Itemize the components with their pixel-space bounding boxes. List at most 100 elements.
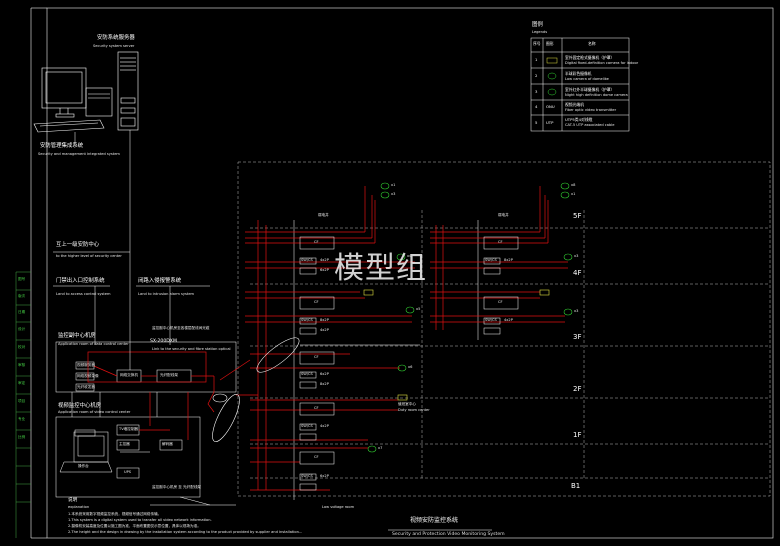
cable-label: 6x2P — [320, 268, 329, 272]
sw-label: SW/CS — [301, 424, 313, 428]
legend-row-no: 2 — [535, 73, 538, 78]
legend-row-name: 室外红外半球摄像机（护罩） — [565, 87, 615, 92]
sw-label: SW/CS — [301, 372, 313, 376]
watermark: 模型组 — [334, 251, 427, 286]
floor-5f: 5F — [573, 212, 582, 220]
legend-title: 图例 — [532, 22, 543, 28]
camera-tag: x3 — [574, 309, 579, 313]
subcenter-title-en: Application room of data control center — [58, 342, 129, 346]
sw-label: SW/CS — [485, 318, 497, 322]
legend-row-name-en: Low camera of domelike — [565, 77, 609, 81]
sidebar-label: 图号 — [18, 277, 26, 281]
cable-runs — [219, 186, 568, 491]
notes-line: 2.The height and the design in drawing b… — [68, 530, 303, 534]
legend-row-name-en: CAT-5 UTP associated cable — [565, 123, 615, 127]
riser-label-left: 弱电井 — [318, 213, 329, 217]
video-center-title: 视频监控中心机房 — [58, 403, 102, 409]
video-center-box — [55, 416, 201, 498]
legend-row-name: 半球彩色摄像机 — [565, 71, 592, 76]
duty-room-note-en: Duty room center — [398, 408, 430, 412]
cf-label: CF — [498, 240, 503, 244]
legend-row-name: 室外固定枪式摄像机（护罩） — [565, 55, 615, 60]
fiber-bundle — [212, 337, 300, 442]
center2-ups: UPS — [124, 470, 132, 474]
legend-header-no: 序号 — [533, 41, 541, 46]
server-label-cn: 安防系统服务器 — [97, 35, 135, 41]
sx-note: 监控副中心机房至各楼层配线间光缆 — [152, 326, 210, 330]
sx-model-label: SX-200DXM — [150, 339, 177, 344]
mgmt-label-en: Security and management integrated syste… — [38, 152, 120, 156]
floor-1f: 1F — [573, 431, 582, 439]
subcenter-title: 监控副中心机房 — [58, 333, 96, 339]
camera-tag: x6 — [408, 365, 413, 369]
title-sidebar — [15, 271, 31, 538]
sx-note-en: Link to the security and fibre station o… — [152, 347, 231, 351]
equipment-stacks — [299, 236, 519, 491]
server-label-en: Security system server — [93, 44, 135, 48]
legend-symbol-text: ONU — [546, 104, 555, 109]
legend-row-no: 4 — [535, 104, 538, 109]
legend-header-symbol: 图形 — [546, 41, 554, 46]
sw-label: SW/CS — [485, 258, 497, 262]
sw-label: SW/CS — [301, 474, 313, 478]
camera-icons — [367, 182, 573, 453]
riser-en-bottom: Low voltage room — [322, 505, 355, 509]
center2-item-1: 操作台 — [78, 464, 89, 468]
cf-label: CF — [314, 455, 319, 459]
cable-label: 6x2P — [320, 372, 329, 376]
camera-tag: x4 — [407, 254, 412, 258]
access-control-label: 门禁出入口控制系统 — [56, 278, 105, 284]
legend-row-no: 3 — [535, 89, 538, 94]
floor-grid — [237, 161, 771, 497]
cable-label: 8x2P — [504, 258, 513, 262]
notes-title: 说明 — [68, 498, 78, 503]
camera-tag: x1 — [571, 192, 576, 196]
cable-label: 4x2P — [320, 258, 329, 262]
subcenter-item-2: 网络视频录像 — [77, 374, 99, 378]
camera-tag: x1 — [391, 183, 396, 187]
sidebar-label: 审核 — [18, 363, 26, 367]
cf-label: CF — [314, 355, 319, 359]
legend-symbol-text: UTP — [546, 120, 554, 125]
sw-label: SW/CS — [301, 318, 313, 322]
legend-title-en: Legends — [532, 30, 548, 34]
legend-table — [530, 37, 630, 132]
legend-row-name-en: Digital fixed-definition camera for indo… — [565, 61, 639, 65]
legend-row-name: UTP5类4对线缆 — [565, 117, 593, 122]
floor-2f: 2F — [573, 385, 582, 393]
core-switch-label: 网络交换机 — [120, 373, 138, 377]
higher-center-en: to the higher level of security center — [56, 254, 122, 258]
sidebar-label: 版次 — [18, 294, 26, 298]
duty-room-note: 值班室中心 — [398, 402, 416, 406]
server-icon — [117, 51, 139, 131]
legend-row-name-en: Night high definition dome camera — [565, 93, 628, 97]
sidebar-label: 校对 — [18, 345, 26, 349]
sw-label: SW/CS — [301, 258, 313, 262]
drawing-border — [46, 7, 774, 539]
camera-tag: x8 — [571, 183, 576, 187]
legend-row-name: 视频光端机 — [565, 102, 584, 107]
drawing-title: 视频安防监控系统 — [410, 517, 459, 524]
cf-label: CF — [314, 406, 319, 410]
notes-line: 1.本系统采用数字视频监控系统，视频信号通过网络传输。 — [68, 512, 162, 516]
drawing-title-en: Security and Protection Video Monitoring… — [392, 532, 505, 537]
sidebar-label: 专业 — [18, 417, 26, 421]
red-links — [87, 351, 215, 440]
notes-line: 1.This system is a digital system used t… — [68, 518, 212, 522]
mgmt-label-cn: 安防管理集成系统 — [40, 143, 84, 149]
center2-item-4: 解码器 — [162, 442, 173, 446]
notes-title-en: explanation — [68, 505, 90, 509]
notes-line: 2.摄像机安装高度及位置以施工图为准，平面布置图仅示意位置，具体以现场为准。 — [68, 524, 201, 528]
sidebar-label: 设计 — [18, 327, 26, 331]
legend-row-no: 1 — [535, 57, 538, 62]
cable-label: 4x2P — [320, 328, 329, 332]
intrusion-alarm-en: Land to intrusion alarm system — [138, 292, 195, 296]
camera-tag: x5 — [416, 307, 421, 311]
center2-item-2: TV墙控制器 — [119, 427, 139, 431]
floor-3f: 3F — [573, 333, 582, 341]
video-center-title-en: Application room of video control center — [58, 410, 131, 414]
sidebar-label: 比例 — [18, 435, 26, 439]
legend-row-no: 5 — [535, 120, 538, 125]
floor-b1: B1 — [571, 482, 581, 490]
